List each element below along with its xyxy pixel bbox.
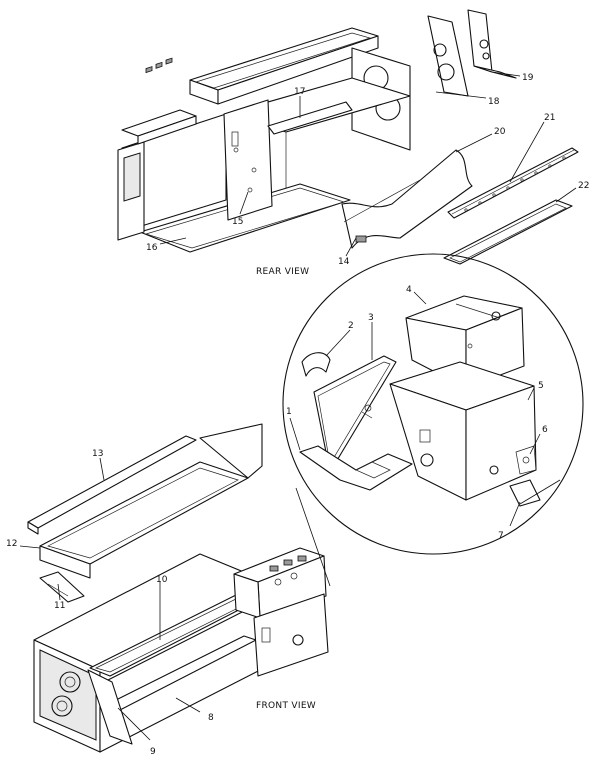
callout-9: 9 [150, 747, 156, 757]
callout-1: 1 [286, 407, 292, 417]
callout-19: 19 [522, 73, 534, 83]
callout-15: 15 [232, 217, 243, 227]
callout-10: 10 [156, 575, 168, 585]
callout-4: 4 [406, 285, 412, 295]
callout-18: 18 [488, 97, 500, 107]
front-view-assembly [27, 423, 329, 753]
callout-14: 14 [338, 257, 350, 267]
callout-numbers: 1 2 3 4 5 6 7 8 9 10 11 12 13 14 15 16 1… [6, 73, 589, 757]
callout-7: 7 [498, 531, 504, 541]
callout-2: 2 [348, 321, 354, 331]
front-view-label: FRONT VIEW [256, 701, 316, 711]
inset-detail-circle [282, 253, 584, 555]
callout-3: 3 [368, 313, 374, 323]
callout-12: 12 [6, 539, 17, 549]
callout-22: 22 [578, 181, 589, 191]
callout-13: 13 [92, 449, 103, 459]
callout-20: 20 [494, 127, 506, 137]
callout-16: 16 [146, 243, 158, 253]
rear-view-label: REAR VIEW [256, 267, 309, 277]
leader-lines [19, 71, 577, 741]
callout-17: 17 [294, 87, 305, 97]
callout-11: 11 [54, 601, 65, 611]
rear-view-assembly [117, 9, 579, 265]
callout-6: 6 [542, 425, 548, 435]
callout-8: 8 [208, 713, 214, 723]
callout-21: 21 [544, 113, 555, 123]
callout-5: 5 [538, 381, 544, 391]
